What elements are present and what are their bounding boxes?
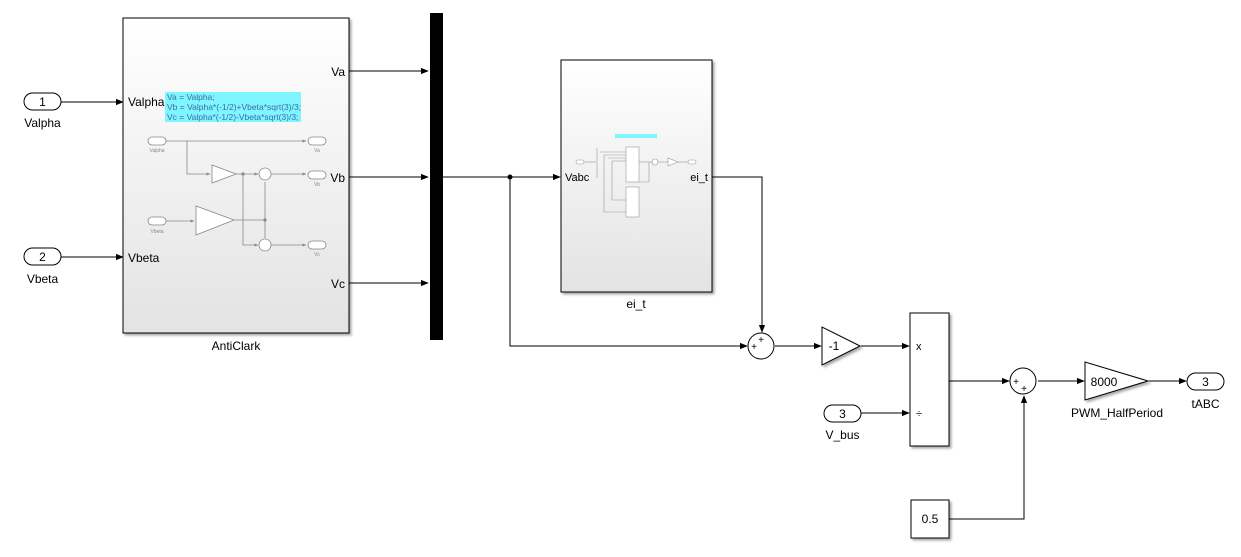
subsystem-ei-t[interactable]: Vabc ei_t ei_t — [560, 59, 713, 311]
ei-t-port-out: ei_t — [690, 172, 708, 184]
inport-valpha-number: 1 — [39, 95, 46, 109]
line-branch-to-sum — [509, 177, 748, 350]
mux-block[interactable] — [430, 13, 443, 340]
sum-2-sign-bottom: + — [1021, 384, 1027, 395]
anticlark-preview — [147, 136, 327, 252]
preview-label-va: Va — [314, 148, 320, 154]
outport-tabc-label: tABC — [1191, 397, 1219, 411]
ei-t-port-vabc: Vabc — [565, 172, 590, 184]
anticlark-port-va: Va — [331, 65, 345, 79]
signal-lines — [61, 67, 1187, 520]
inport-vbus-number: 3 — [839, 407, 846, 421]
ei-t-preview — [575, 134, 697, 218]
outport-tabc[interactable]: 3 tABC — [1186, 372, 1225, 411]
line-const-to-sum — [949, 395, 1028, 520]
inport-vbus-label: V_bus — [825, 428, 859, 442]
subsystem-anticlark[interactable]: Valpha Vbeta Va Vb Vc Va = Valpha; Vb = … — [122, 17, 350, 353]
inport-vbus[interactable]: 3 V_bus — [823, 404, 862, 442]
pwm-gain-name: PWM_HalfPeriod — [1071, 406, 1163, 420]
inport-vbeta-number: 2 — [39, 250, 46, 264]
gain-block-neg1[interactable]: -1 — [821, 326, 862, 366]
preview-label-vb: Vb — [314, 182, 320, 188]
divide-block[interactable]: x ÷ — [909, 312, 950, 447]
annotation-line-1: Va = Valpha; — [167, 92, 215, 102]
gain-block-pwm[interactable]: 8000 PWM_HalfPeriod — [1071, 361, 1163, 420]
anticlark-port-vb: Vb — [330, 171, 345, 185]
line-ei-t-to-sum — [712, 176, 766, 333]
constant-value: 0.5 — [922, 512, 939, 526]
ei-t-block-name: ei_t — [626, 297, 646, 311]
annotation-line-2: Vb = Valpha*(-1/2)+Vbeta*sqrt(3)/3; — [167, 102, 301, 112]
constant-block[interactable]: 0.5 — [910, 499, 950, 539]
divide-div-sign: ÷ — [916, 408, 922, 420]
branch-point — [507, 174, 513, 180]
inport-vbeta-label: Vbeta — [27, 272, 59, 286]
divide-mul-sign: x — [916, 341, 922, 353]
sum-1-sign-top: + — [758, 335, 764, 346]
preview-label-valpha: Valpha — [149, 148, 164, 154]
gain-neg1-value: -1 — [829, 339, 840, 353]
anticlark-annotation: Va = Valpha; Vb = Valpha*(-1/2)+Vbeta*sq… — [165, 92, 301, 122]
preview-label-vc: Vc — [314, 252, 320, 258]
inport-valpha-label: Valpha — [24, 116, 61, 130]
anticlark-port-vbeta: Vbeta — [128, 251, 160, 265]
outport-tabc-number: 3 — [1202, 375, 1209, 389]
sum-2-sign-left: + — [1013, 377, 1019, 388]
anticlark-block-name: AntiClark — [212, 339, 262, 353]
sum-block-2[interactable]: + + — [1009, 367, 1037, 395]
sum-1-sign-left: + — [751, 342, 757, 353]
sum-block-1[interactable]: + + — [747, 332, 775, 360]
pwm-gain-value: 8000 — [1091, 375, 1118, 389]
anticlark-port-valpha: Valpha — [128, 95, 165, 109]
inport-valpha[interactable]: 1 Valpha — [23, 92, 62, 130]
annotation-line-3: Vc = Valpha*(-1/2)-Vbeta*sqrt(3)/3; — [167, 112, 298, 122]
anticlark-port-vc: Vc — [331, 277, 345, 291]
preview-label-vbeta: Vbeta — [150, 229, 163, 235]
inport-vbeta[interactable]: 2 Vbeta — [23, 247, 62, 286]
